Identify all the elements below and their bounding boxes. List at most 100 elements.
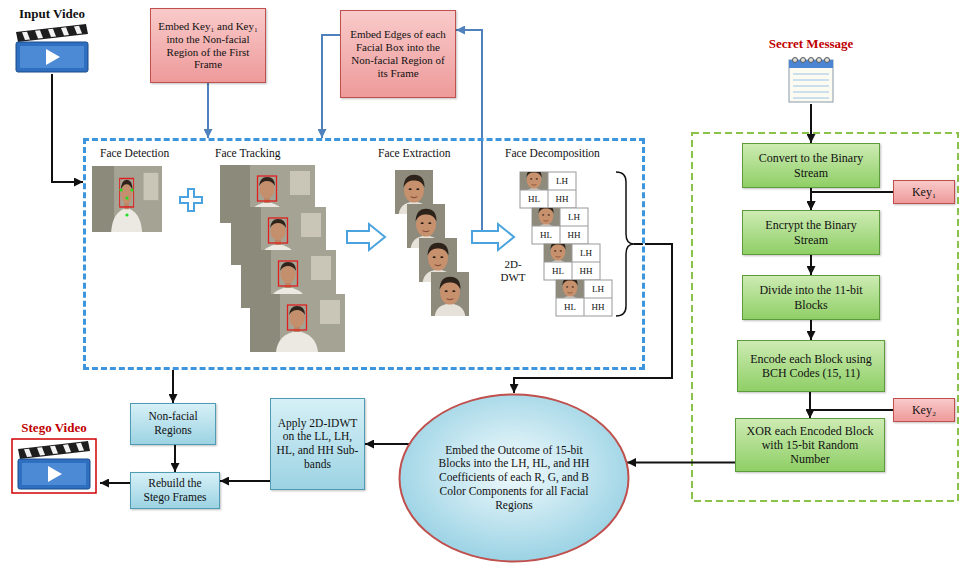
notepad-line — [793, 80, 829, 81]
icon-title: Stego Video — [21, 420, 86, 436]
ll-face — [520, 165, 548, 197]
notepad-icon — [781, 54, 841, 104]
box-text: Encrypt the Binary Stream — [757, 218, 865, 246]
clapper-body — [18, 459, 90, 489]
clapper-icon — [18, 441, 90, 489]
flow-arrow — [810, 410, 893, 418]
transform-label: 2D- DWT — [498, 258, 528, 283]
key-box: Key₂ — [893, 398, 955, 422]
grid-line — [520, 190, 576, 191]
face-crop — [431, 272, 469, 316]
leader-line — [634, 243, 643, 245]
clapper-stripe — [50, 446, 58, 454]
grid-line — [532, 226, 588, 227]
flow-arrow — [456, 30, 482, 138]
box-text: Embed Edges of each Facial Box into the … — [347, 28, 449, 80]
tracking-frame — [250, 294, 345, 352]
ll-face — [556, 273, 584, 305]
clapper-stripe — [37, 447, 45, 455]
ll-face — [532, 201, 560, 233]
clapper-screen — [20, 46, 84, 68]
flow-arrow — [52, 74, 83, 182]
box-text: Non-facial Regions — [136, 410, 210, 437]
subband-label: HL — [564, 303, 576, 312]
subband-grid — [556, 273, 612, 316]
notepad-line — [793, 92, 829, 93]
grid-line — [544, 262, 600, 263]
landmark-dot — [125, 213, 128, 216]
clapper-stripe — [48, 29, 56, 37]
secret-message-icon: Secret Message — [756, 36, 866, 104]
process-box: Embed Key₁ and Key₁ into the Non-facial … — [150, 8, 266, 83]
process-box: Rebuild the Stego Frames — [130, 472, 220, 509]
box-text: Divide into the 11-bit Blocks — [757, 283, 865, 311]
video-icon — [12, 24, 92, 74]
process-box: Encode each Block using BCH Codes (15, 1… — [737, 340, 885, 392]
input-video-icon: Input Video — [6, 6, 98, 74]
clapper-stripe — [74, 26, 82, 34]
subband-label: HH — [568, 231, 581, 240]
clapper-stripe — [63, 444, 71, 452]
notepad-page — [789, 60, 833, 102]
subband-label: HH — [556, 195, 569, 204]
flow-arrow — [810, 255, 812, 275]
flow-arrow — [514, 244, 672, 393]
notepad-ring — [809, 58, 814, 63]
subband-label: LH — [580, 249, 592, 258]
box-text: Embed Key₁ and Key₁ into the Non-facial … — [157, 20, 259, 72]
notepad-line — [793, 98, 829, 99]
flow-arrow — [174, 445, 176, 472]
flow-arrow — [627, 461, 735, 463]
bracket — [616, 172, 634, 316]
embedding-ellipse: Embed the Outcome of 15-bit Blocks into … — [398, 393, 630, 563]
clapper-stripe — [76, 443, 84, 451]
flow-arrow — [365, 443, 409, 445]
section-heading: Face Tracking — [215, 147, 280, 159]
notepad-line — [793, 74, 829, 75]
leader-line — [481, 139, 483, 230]
box-text: Key₂ — [912, 403, 936, 417]
icon-title: Secret Message — [769, 36, 854, 52]
clapper-body — [16, 42, 88, 72]
section-heading: Face Extraction — [378, 147, 450, 159]
section-heading: Face Decomposition — [505, 147, 600, 159]
ll-face — [544, 237, 572, 269]
face-processing-region: Face Detection Face Tracking Face Extracti… — [83, 138, 645, 370]
box-text: Encode each Block using BCH Codes (15, 1… — [748, 352, 874, 380]
subband-label: HL — [540, 231, 552, 240]
flow-arrow — [172, 370, 174, 403]
subband-label: HH — [592, 303, 605, 312]
box-text: Convert to the Binary Stream — [757, 151, 865, 179]
play-symbol — [46, 49, 60, 65]
flow-arrow — [322, 35, 340, 138]
clapper-stripe — [24, 449, 32, 457]
notepad-ring — [793, 58, 798, 63]
process-box: Encrypt the Binary Stream — [742, 210, 880, 255]
process-box: Embed Edges of each Facial Box into the … — [340, 10, 456, 98]
subband-label: HL — [528, 195, 540, 204]
key-box: Key₁ — [893, 180, 955, 204]
subband-grid — [532, 201, 588, 244]
section-heading: Face Detection — [100, 147, 169, 159]
clapper-stripe — [61, 27, 69, 35]
process-box: Apply 2D-IDWT on the LL, LH, HL, and HH … — [270, 398, 365, 490]
play-symbol — [48, 466, 62, 482]
landmark-dot — [130, 188, 133, 191]
flow-arrow — [100, 482, 130, 484]
detection-photo — [92, 166, 162, 232]
clapper-stripe — [22, 32, 30, 40]
process-box: Divide into the 11-bit Blocks — [742, 275, 880, 320]
landmark-dot — [125, 196, 128, 199]
flow-arrow — [810, 320, 812, 340]
icon-title: Input Video — [19, 6, 85, 22]
notepad-ring — [817, 58, 822, 63]
clapper-stripe — [35, 30, 43, 38]
clapper-stick — [18, 441, 90, 459]
clapper-stick — [16, 24, 88, 42]
ellipse-outline — [400, 395, 629, 562]
subband-grid — [520, 165, 576, 208]
box-text: Rebuild the Stego Frames — [136, 477, 214, 504]
clapper-icon — [16, 24, 88, 72]
flow-arrow — [811, 192, 893, 210]
notepad-ring — [801, 58, 806, 63]
